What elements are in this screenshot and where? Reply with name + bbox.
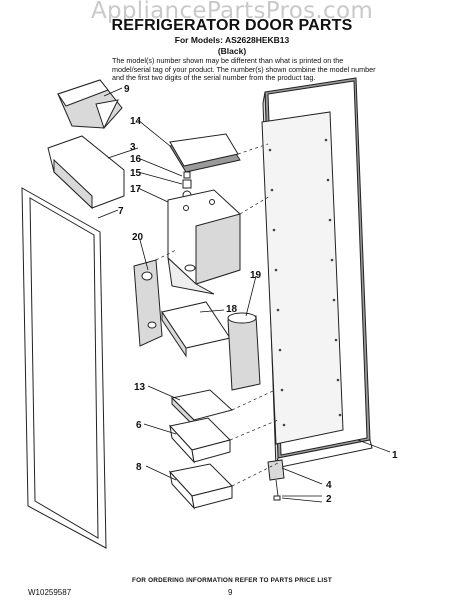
- ice-bucket-housing: [167, 189, 241, 295]
- callout-1: 1: [392, 450, 398, 461]
- site-watermark: AppliancePartsPros.com: [90, 0, 374, 24]
- color-note: (Black): [217, 46, 247, 56]
- small-door-bin: [47, 135, 125, 210]
- callout-16: 16: [130, 154, 142, 165]
- callout-6: 6: [136, 420, 142, 431]
- callout-17: 17: [130, 184, 142, 195]
- callout-leaders: [97, 87, 391, 503]
- door-bin-8: [169, 463, 233, 510]
- callout-7: 7: [118, 206, 124, 217]
- callout-3: 3: [130, 142, 136, 153]
- callout-15: 15: [130, 168, 142, 179]
- ice-chute-cover: [169, 133, 241, 173]
- callout-4: 4: [326, 480, 332, 491]
- dairy-bin-cover: [57, 79, 123, 130]
- page-number: 9: [228, 588, 233, 597]
- callout-13: 13: [134, 382, 146, 393]
- callout-14: 14: [130, 116, 142, 127]
- callout-18: 18: [226, 304, 238, 315]
- storage-tray: [161, 301, 231, 358]
- door-assembly: [261, 77, 373, 469]
- door-gasket: [21, 187, 107, 549]
- hinge-bracket: [267, 459, 285, 501]
- callout-labels: 9 14 3 16 15 17 7 20 19 18 13 6 8 1 4 2: [118, 84, 398, 505]
- cylinder-bin: [227, 312, 261, 391]
- callout-19: 19: [250, 270, 262, 281]
- side-trim-panel: [133, 259, 163, 347]
- document-number: W10259587: [28, 588, 72, 597]
- liner-dot-pattern: [268, 138, 342, 427]
- ordering-note: FOR ORDERING INFORMATION REFER TO PARTS …: [132, 577, 332, 584]
- model-line: For Models: AS2628HEKB13: [174, 35, 290, 45]
- callout-2: 2: [326, 494, 332, 505]
- callout-9: 9: [124, 84, 130, 95]
- page-title: REFRIGERATOR DOOR PARTS: [111, 17, 353, 34]
- callout-8: 8: [136, 462, 142, 473]
- alignment-lines: [155, 143, 281, 487]
- door-bin-6: [169, 417, 231, 464]
- callout-20: 20: [132, 232, 144, 243]
- model-disclaimer: The model(s) number shown may be differe…: [112, 56, 376, 83]
